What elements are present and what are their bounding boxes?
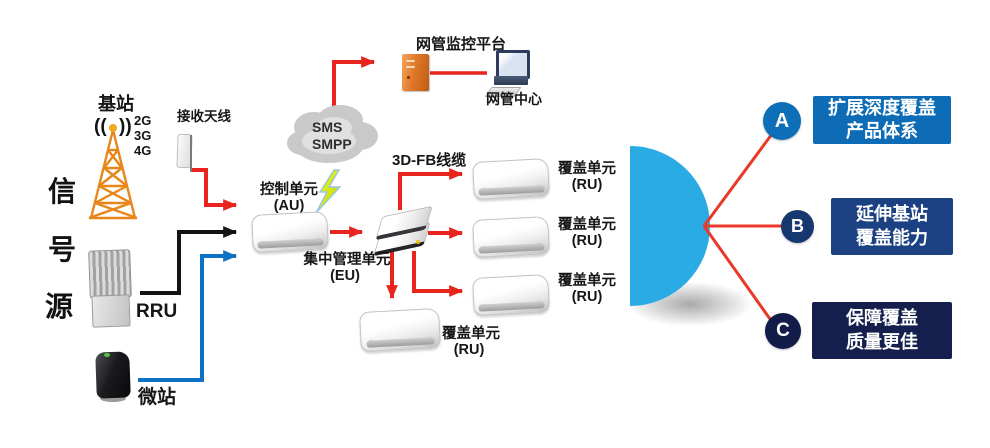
red-signal-paths	[192, 56, 464, 300]
management-unit-device	[373, 205, 433, 257]
server-slot	[406, 66, 415, 68]
server-slot	[406, 60, 415, 62]
ru-device-4	[359, 307, 441, 353]
device-port-dot	[481, 304, 487, 310]
control-unit-label: 控制单元	[260, 182, 318, 198]
rru-signal-path	[140, 226, 238, 295]
signal-source-char-3: 源	[45, 291, 74, 322]
micro-station-body	[95, 351, 131, 399]
benefit-circle-a: A	[763, 102, 801, 140]
device-port	[393, 339, 408, 345]
benefit-box-b: 延伸基站 覆盖能力	[831, 198, 953, 255]
rru-upper-body	[88, 249, 132, 299]
antenna-wave-left: ((	[94, 116, 107, 137]
ru-sub-2: (RU)	[571, 233, 603, 249]
management-unit-label: 集中管理单元	[303, 252, 391, 268]
pc-monitor	[496, 50, 530, 79]
rru-label: RRU	[136, 301, 178, 322]
device-port-dot	[315, 238, 321, 244]
nms-platform-title: 网管监控平台	[415, 36, 507, 53]
antenna-wave-right: ))	[119, 116, 132, 137]
ru-label-1: 覆盖单元	[558, 161, 616, 177]
ru-device-2	[472, 216, 550, 258]
ru-label-4: 覆盖单元	[442, 326, 500, 342]
benefit-box-a: 扩展深度覆盖 产品体系	[813, 96, 951, 144]
micro-station-base	[100, 395, 126, 402]
ru-sub-1: (RU)	[571, 177, 603, 193]
device-port	[285, 240, 300, 246]
device-port-dot	[536, 243, 542, 249]
signal-source-char-1: 信	[48, 176, 77, 207]
nms-center-label: 网管中心	[486, 91, 542, 107]
ru-sub-3: (RU)	[571, 289, 603, 305]
micro-signal-path	[138, 250, 238, 382]
gen-2g-label: 2G	[134, 113, 152, 128]
ru-label-3: 覆盖单元	[558, 273, 616, 289]
benefit-a-line1: 扩展深度覆盖	[828, 97, 936, 118]
server-led	[407, 76, 410, 79]
gen-4g-label: 4G	[134, 143, 152, 158]
device-port-dot	[427, 337, 433, 343]
benefit-a-line2: 产品体系	[846, 121, 918, 141]
benefit-circle-b: B	[781, 210, 814, 243]
base-station-tower-icon	[88, 129, 138, 220]
ru-device-3	[472, 274, 550, 316]
benefit-box-c: 保障覆盖 质量更佳	[812, 302, 952, 359]
device-port-dot	[481, 188, 487, 194]
device-port-dot	[536, 301, 542, 307]
control-unit-sub: (AU)	[273, 198, 305, 214]
micro-station-led	[104, 353, 110, 357]
ru-label-2: 覆盖单元	[558, 217, 616, 233]
benefit-fan-lines	[702, 133, 782, 320]
benefit-letter-c: C	[776, 320, 790, 341]
ru-device-1	[472, 158, 550, 200]
device-port-dot	[416, 240, 420, 244]
gen-3g-label: 3G	[134, 128, 152, 143]
pc-system-unit	[494, 76, 528, 85]
cloud-protocol-smpp: SMPP	[312, 136, 352, 152]
benefit-letter-b: B	[791, 216, 804, 236]
control-unit-device	[251, 211, 329, 253]
benefit-c-line2: 质量更佳	[846, 331, 918, 352]
sms-cloud-icon	[287, 105, 378, 163]
device-port	[506, 245, 521, 251]
antenna-pole	[190, 135, 192, 172]
benefit-letter-a: A	[774, 109, 790, 132]
cable-label: 3D-FB线缆	[392, 152, 467, 169]
benefit-c-line1: 保障覆盖	[846, 308, 918, 329]
device-port	[506, 187, 521, 193]
benefit-b-line2: 覆盖能力	[856, 227, 928, 248]
rru-lower-body	[91, 294, 131, 328]
coverage-dome-shape	[630, 146, 710, 306]
device-port	[506, 303, 521, 309]
ru-sub-4: (RU)	[453, 342, 485, 358]
benefit-b-line1: 延伸基站	[856, 204, 928, 225]
signal-source-char-2: 号	[48, 234, 77, 265]
tower-apex-dot	[109, 124, 117, 132]
benefit-circle-c: C	[765, 313, 801, 349]
receive-antenna-label: 接收天线	[177, 109, 231, 124]
device-port-dot	[260, 241, 266, 247]
cloud-protocol-sms: SMS	[312, 119, 343, 135]
lightning-icon	[315, 169, 342, 214]
base-station-label: 基站	[98, 94, 134, 114]
device-port-dot	[536, 185, 542, 191]
micro-station-label: 微站	[138, 387, 177, 408]
device-port-dot	[368, 340, 374, 346]
device-port-dot	[481, 246, 487, 252]
management-unit-sub: (EU)	[330, 268, 360, 284]
